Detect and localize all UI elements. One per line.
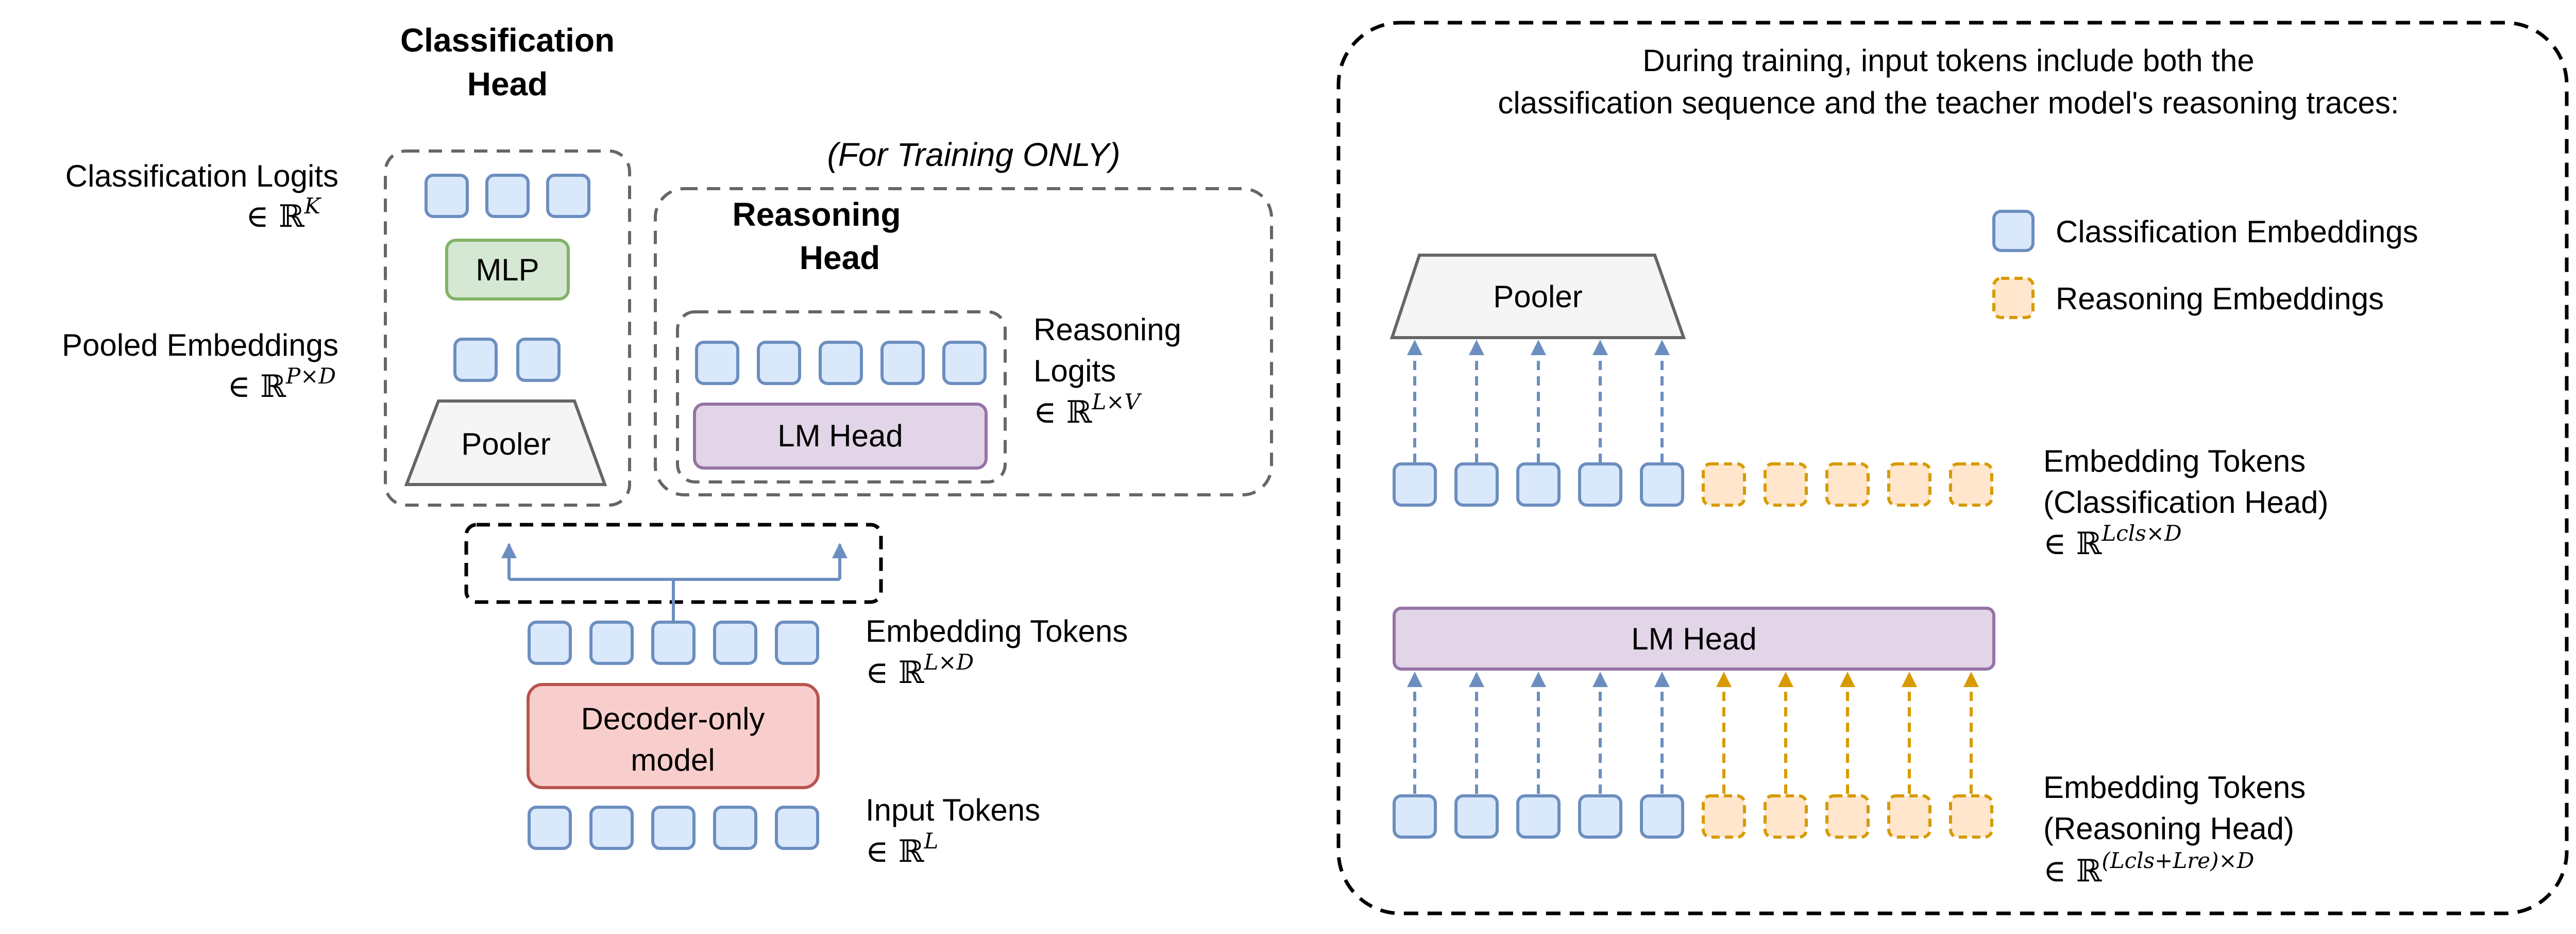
cls-token — [1578, 462, 1622, 507]
cls-token — [1516, 462, 1561, 507]
reasoning-logits-label-2: Logits — [1033, 354, 1116, 388]
pooled-embeddings-math: ∈ ℝP×D — [228, 363, 336, 405]
classification-logits-label: Classification Logits — [65, 159, 338, 193]
pooled-token — [453, 338, 498, 382]
reasoning-logits-math: ∈ ℝL×V — [1033, 389, 1142, 430]
right-lm-head-label: LM Head — [1631, 622, 1756, 656]
right-pooler-label: Pooler — [1493, 279, 1582, 314]
reasoning-logit-token — [695, 341, 739, 385]
decoder-label-2: model — [631, 743, 715, 777]
classification-head: Classification Head MLP Pooler — [384, 22, 631, 507]
re-tokens-label-1: Embedding Tokens — [2043, 770, 2306, 805]
cls-token — [1393, 462, 1437, 507]
lm-head-inner-box — [676, 310, 1007, 483]
reasoning-head-box — [654, 187, 1273, 496]
reason-token — [1949, 794, 1993, 839]
decoder-model-box — [527, 683, 820, 789]
mlp-label: MLP — [476, 253, 539, 287]
input-token — [528, 806, 572, 850]
pooler-shape — [404, 399, 607, 486]
reasoning-head-title-1: Reasoning — [732, 196, 901, 233]
embedding-token — [528, 621, 572, 665]
reason-token — [1764, 794, 1808, 839]
legend-reasoning-swatch — [1992, 277, 2035, 319]
embedding-token — [775, 621, 819, 665]
reasoning-logit-token — [942, 341, 987, 385]
reason-token — [1764, 462, 1808, 507]
logit-token — [425, 174, 469, 218]
legend: Classification Embeddings Reasoning Embe… — [1992, 210, 2418, 319]
training-description-2: classification sequence and the teacher … — [1498, 86, 2399, 120]
reasoning-logit-token — [819, 341, 863, 385]
cls-tokens-math: ∈ ℝLcls×D — [2043, 521, 2182, 562]
cls-token — [1640, 462, 1684, 507]
reason-token — [1887, 794, 1931, 839]
right-pooler-shape — [1389, 254, 1686, 339]
embedding-token — [713, 621, 757, 665]
input-token — [651, 806, 696, 850]
cls-token — [1640, 794, 1684, 839]
pooled-embeddings-label: Pooled Embeddings — [62, 328, 338, 362]
pooled-token — [516, 338, 561, 382]
legend-classification-label: Classification Embeddings — [2056, 214, 2418, 249]
input-token — [713, 806, 757, 850]
cls-tokens-label-2: (Classification Head) — [2043, 485, 2329, 520]
input-tokens-label: Input Tokens — [866, 793, 1040, 827]
pooler-label: Pooler — [461, 427, 550, 461]
reasoning-head-tokens-row — [1393, 794, 1993, 839]
logit-token — [485, 174, 530, 218]
right-lm-head-box — [1393, 607, 1995, 671]
training-description-1: During training, input tokens include bo… — [1642, 43, 2254, 78]
cls-token — [1454, 794, 1499, 839]
legend-reasoning-label: Reasoning Embeddings — [2056, 281, 2384, 316]
classification-head-title-1: Classification — [400, 22, 615, 59]
cls-token — [1578, 794, 1622, 839]
cls-token — [1454, 462, 1499, 507]
decoder-label-1: Decoder-only — [581, 702, 765, 736]
mlp-box — [445, 239, 570, 301]
cls-head-tokens-row — [1393, 462, 1993, 507]
reason-token — [1825, 462, 1870, 507]
reasoning-logit-token — [880, 341, 925, 385]
embedding-token — [589, 621, 634, 665]
embedding-tokens-label: Embedding Tokens — [866, 614, 1128, 648]
lm-head-box — [693, 403, 988, 470]
reason-token — [1702, 462, 1746, 507]
cls-token — [1516, 794, 1561, 839]
classification-logits-math: ∈ ℝK — [246, 193, 321, 235]
reason-token — [1825, 794, 1870, 839]
input-tokens-math: ∈ ℝL — [866, 828, 938, 870]
re-tokens-label-2: (Reasoning Head) — [2043, 811, 2294, 846]
reason-token — [1702, 794, 1746, 839]
lm-head-arrows — [1407, 672, 1979, 794]
reasoning-logit-token — [757, 341, 801, 385]
cls-tokens-label-1: Embedding Tokens — [2043, 444, 2306, 478]
lm-head-label: LM Head — [777, 419, 903, 453]
reason-token — [1887, 462, 1931, 507]
legend-classification-swatch — [1992, 210, 2035, 252]
training-only-note: (For Training ONLY) — [827, 136, 1120, 173]
re-tokens-math: ∈ ℝ(Lcls+Lre)×D — [2043, 848, 2254, 889]
input-token — [589, 806, 634, 850]
reasoning-head-title-2: Head — [800, 239, 880, 276]
logit-token — [546, 174, 590, 218]
reasoning-logits-label-1: Reasoning — [1033, 312, 1181, 347]
cls-token — [1393, 794, 1437, 839]
input-token — [775, 806, 819, 850]
embedding-tokens-row — [528, 621, 819, 665]
classification-head-title-2: Head — [467, 65, 548, 103]
reason-token — [1949, 462, 1993, 507]
embedding-token — [651, 621, 696, 665]
input-tokens-row — [528, 806, 819, 850]
classification-head-box — [384, 149, 631, 507]
training-panel — [1336, 21, 2569, 915]
pooler-arrows — [1407, 340, 1670, 463]
embedding-tokens-math: ∈ ℝL×D — [866, 649, 974, 691]
reasoning-head: (For Training ONLY) Reasoning Head LM He… — [654, 136, 1273, 496]
